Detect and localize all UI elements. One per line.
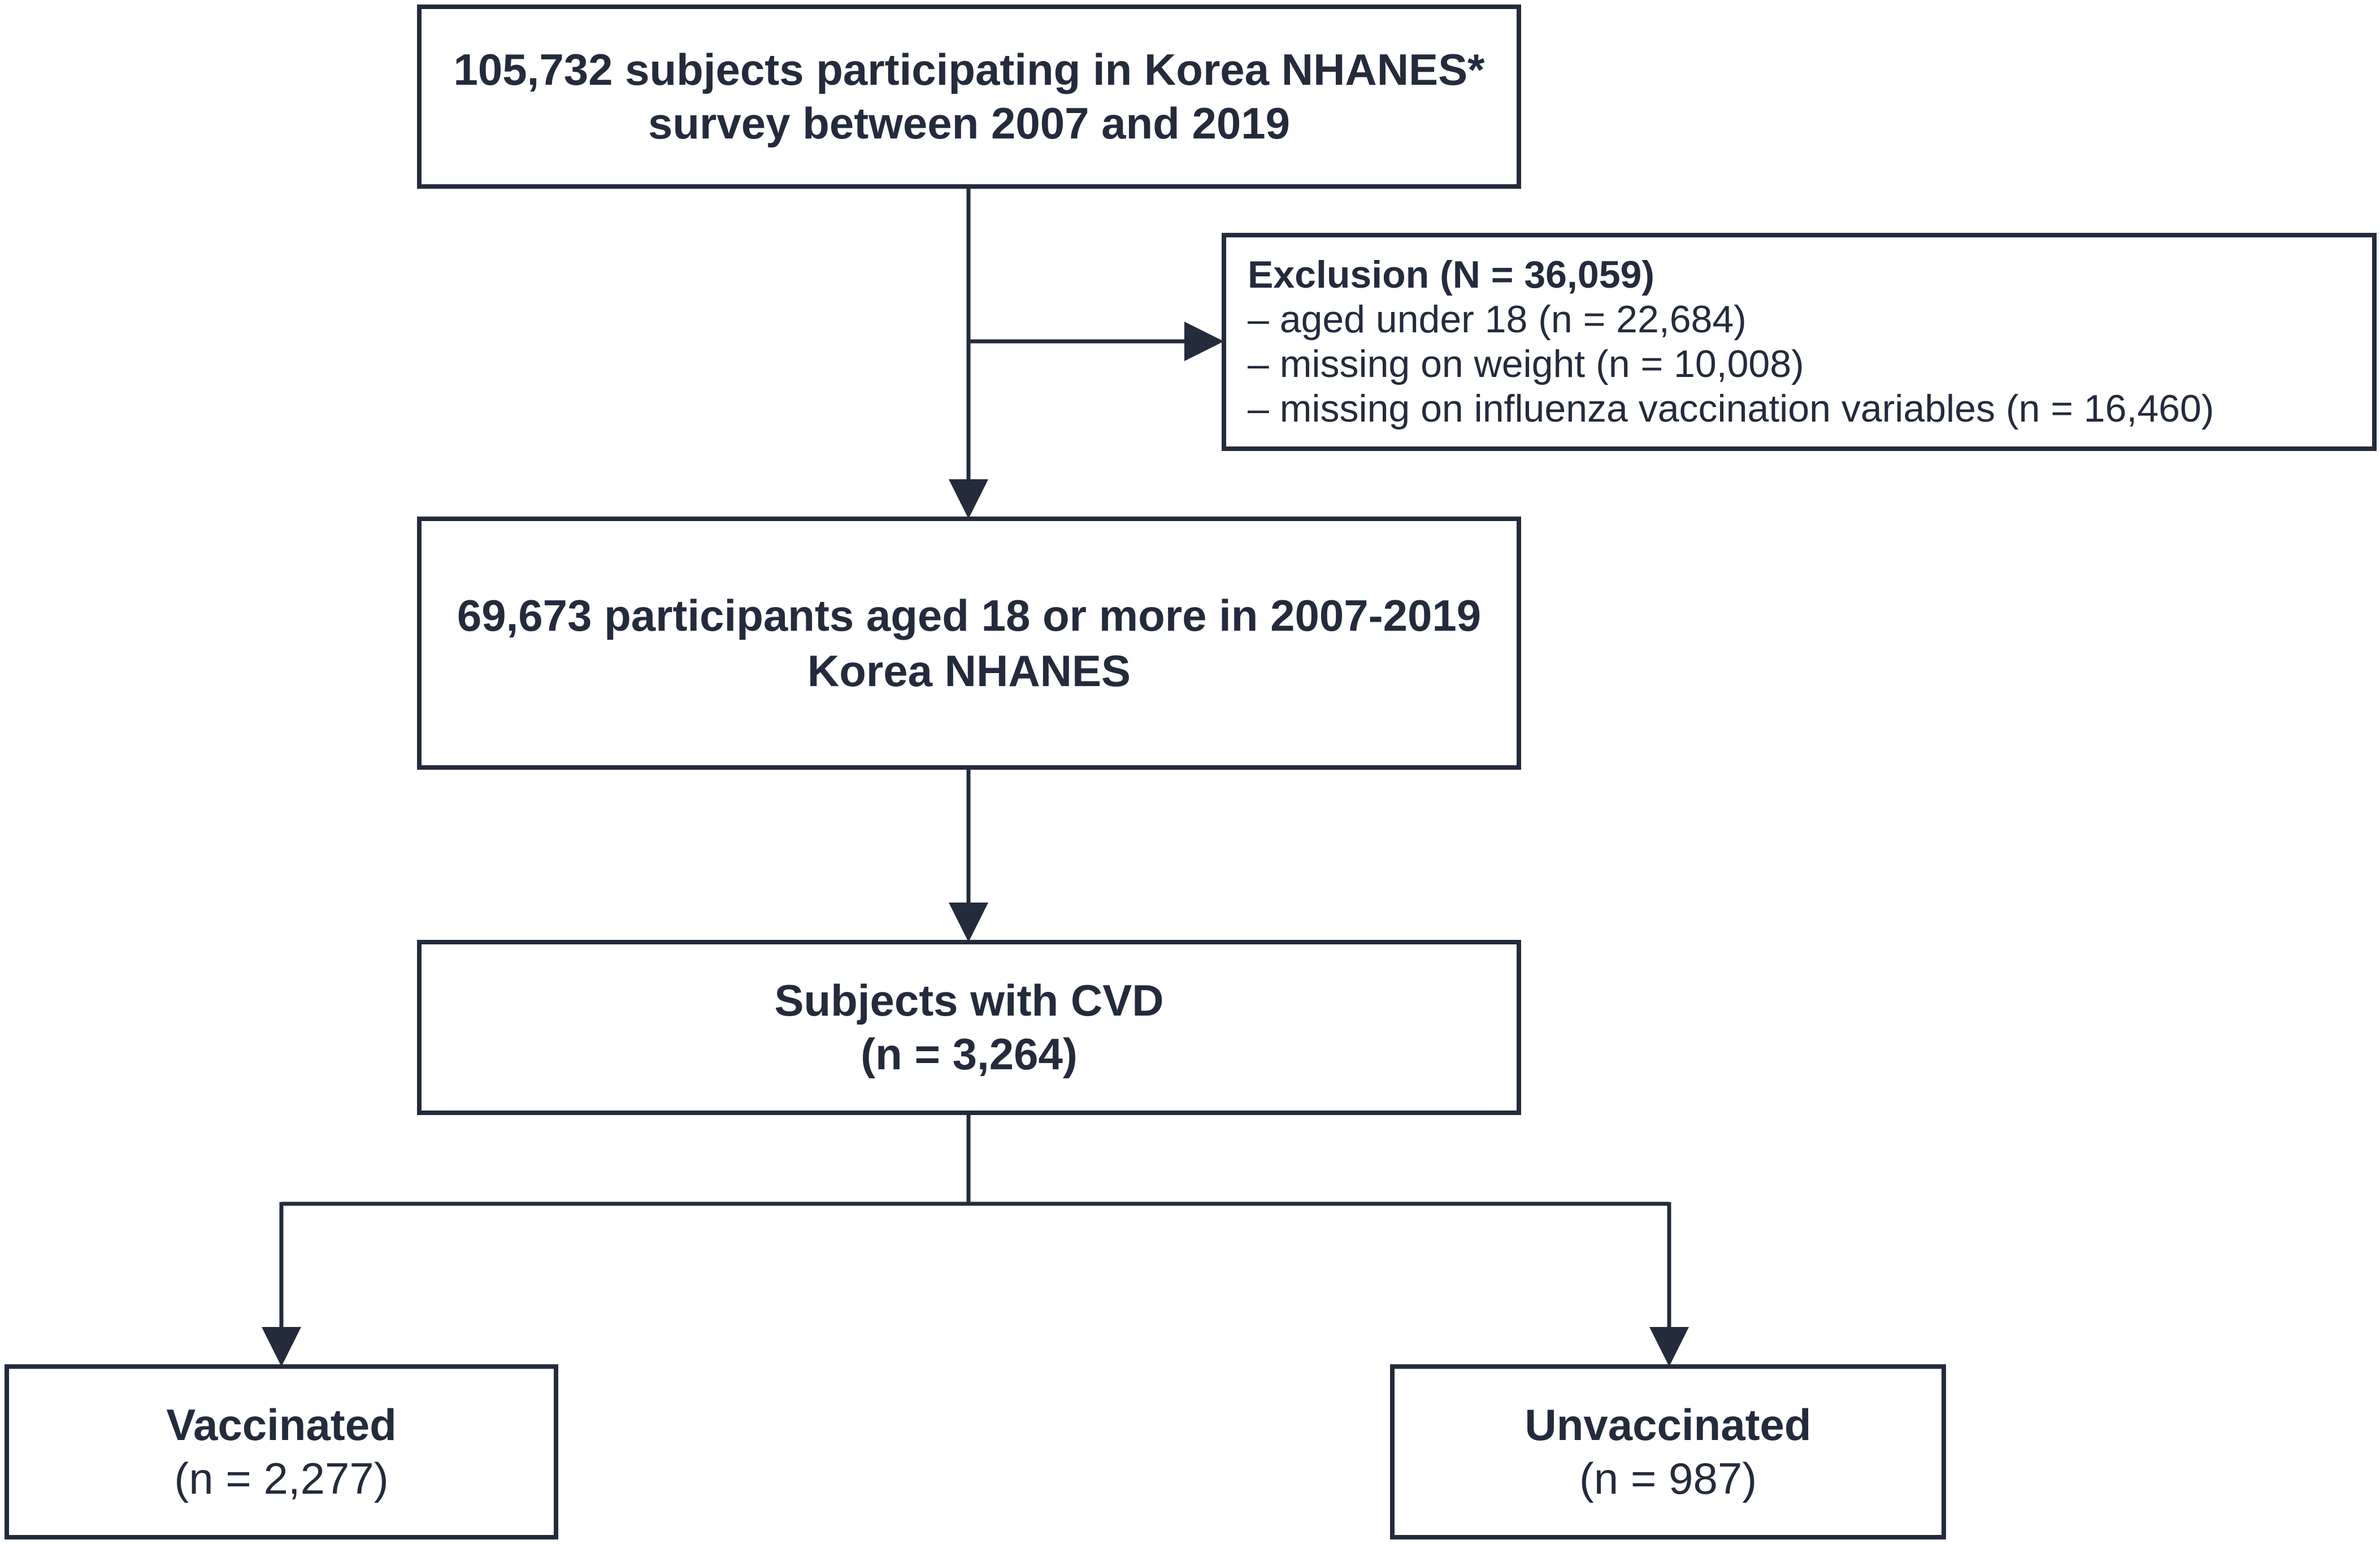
start-line-2: survey between 2007 and 2019 <box>648 98 1290 148</box>
exclusion-item-vaccination: – missing on influenza vaccination varia… <box>1248 387 2214 430</box>
box-all-subjects: 105,732 subjects participating in Korea … <box>417 5 1521 189</box>
adults-line-1: 69,673 participants aged 18 or more in 2… <box>457 590 1482 640</box>
exclusion-item-weight: – missing on weight (n = 10,008) <box>1248 342 1804 385</box>
unvaccinated-label: Unvaccinated <box>1525 1399 1812 1450</box>
cvd-line-2: (n = 3,264) <box>861 1029 1078 1079</box>
exclusion-title: Exclusion (N = 36,059) <box>1248 253 1654 297</box>
unvaccinated-count: (n = 987) <box>1579 1454 1757 1503</box>
vaccinated-count: (n = 2,277) <box>174 1454 389 1503</box>
box-cvd-subjects: Subjects with CVD (n = 3,264) <box>417 940 1521 1115</box>
box-vaccinated: Vaccinated (n = 2,277) <box>5 1364 558 1539</box>
cvd-line-1: Subjects with CVD <box>774 975 1164 1025</box>
exclusion-item-age: – aged under 18 (n = 22,684) <box>1248 298 1747 341</box>
box-adult-participants: 69,673 participants aged 18 or more in 2… <box>417 517 1521 770</box>
adults-line-2: Korea NHANES <box>807 646 1131 696</box>
box-exclusion: Exclusion (N = 36,059) – aged under 18 (… <box>1222 233 2377 451</box>
start-line-1: 105,732 subjects participating in Korea … <box>453 44 1485 94</box>
box-unvaccinated: Unvaccinated (n = 987) <box>1390 1364 1946 1539</box>
vaccinated-label: Vaccinated <box>166 1399 397 1450</box>
